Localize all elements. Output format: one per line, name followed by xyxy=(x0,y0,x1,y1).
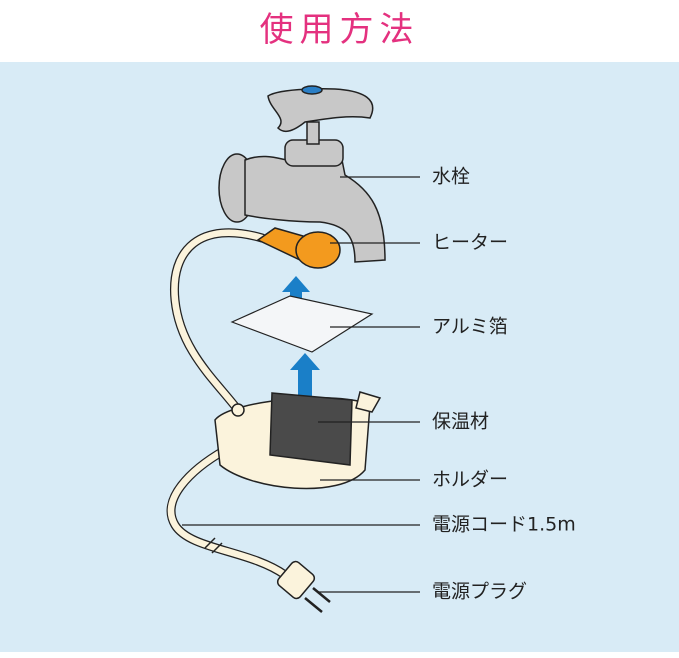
label-insulation: 保温材 xyxy=(432,410,490,433)
power-cord-fill xyxy=(171,229,266,414)
label-plug: 電源プラグ xyxy=(432,580,528,603)
label-heater: ヒーター xyxy=(432,231,509,254)
faucet-icon xyxy=(218,85,386,263)
aluminum-foil xyxy=(230,295,374,353)
holder-icon xyxy=(214,391,382,490)
label-faucet: 水栓 xyxy=(432,165,471,188)
page-title: 使用方法 xyxy=(259,10,420,50)
heater-icon xyxy=(256,227,341,269)
leader-lines xyxy=(182,176,420,593)
label-cord: 電源コード1.5m xyxy=(432,513,576,536)
cord-break-mark xyxy=(204,537,223,554)
label-foil: アルミ箔 xyxy=(432,315,508,338)
label-holder: ホルダー xyxy=(432,468,509,491)
power-plug-icon xyxy=(276,560,331,613)
power-cord-lower-fill xyxy=(167,446,289,579)
